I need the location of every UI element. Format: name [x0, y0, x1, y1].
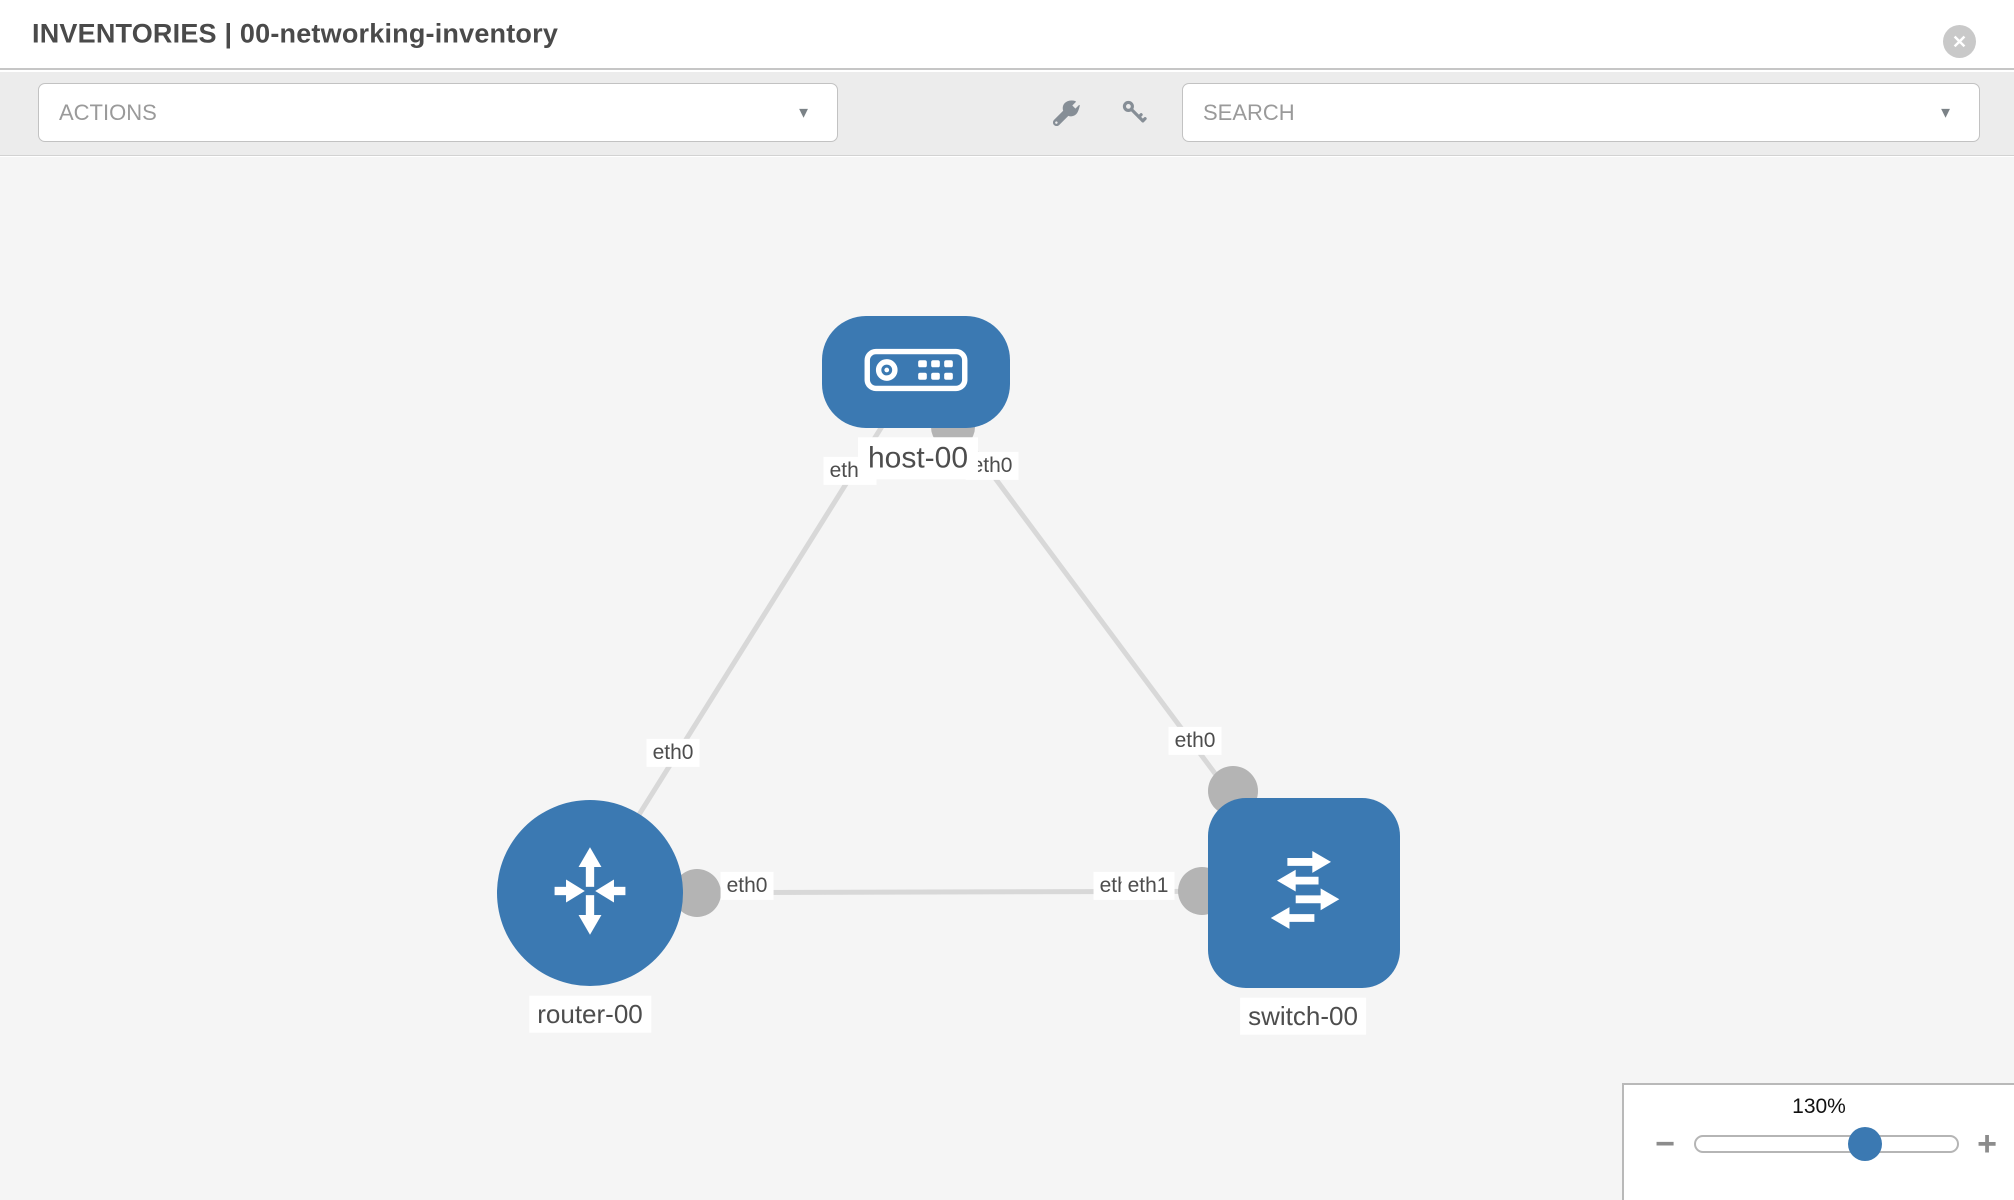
- interface-label-router-eth0-to-switch: eth0: [720, 871, 774, 901]
- zoom-level: 130%: [1792, 1095, 1846, 1118]
- node-switch-00[interactable]: [1208, 798, 1400, 988]
- actions-dropdown[interactable]: ACTIONS ▼: [38, 83, 838, 142]
- node-router-00[interactable]: [497, 800, 683, 986]
- switch-icon: [1250, 837, 1358, 950]
- key-icon: [1120, 98, 1148, 129]
- zoom-slider-track[interactable]: [1694, 1127, 1959, 1161]
- links-layer: [587, 370, 1307, 917]
- node-host-00[interactable]: [822, 316, 1010, 428]
- node-label-router-00: router-00: [529, 995, 651, 1033]
- interface-label-switch-eth0-to-host: eth0: [1168, 726, 1222, 756]
- zoom-in-button[interactable]: +: [1970, 1127, 2004, 1161]
- chevron-down-icon: ▼: [1938, 104, 1953, 121]
- zoom-slider-handle[interactable]: [1848, 1127, 1882, 1161]
- header: INVENTORIES | 00-networking-inventory ✕: [0, 0, 2014, 70]
- interface-label-switch-eth1-to-router: eth1: [1121, 871, 1175, 901]
- page-title: INVENTORIES | 00-networking-inventory: [32, 18, 559, 49]
- router-icon: [540, 841, 640, 946]
- search-dropdown[interactable]: SEARCH ▼: [1182, 83, 1980, 142]
- node-label-host-00: host-00: [857, 437, 979, 479]
- host-icon: [864, 348, 968, 397]
- zoom-out-button[interactable]: −: [1648, 1127, 1682, 1161]
- key-button[interactable]: [1116, 96, 1152, 132]
- toolbar: ACTIONS ▼ SEARCH ▼: [0, 72, 2014, 156]
- chevron-down-icon: ▼: [796, 104, 811, 121]
- close-button[interactable]: ✕: [1943, 25, 1976, 58]
- topology-canvas[interactable]: eth0 eth0 eth0 eth0 eth0 eth0 eth1 host-…: [0, 157, 2014, 1200]
- wrench-button[interactable]: [1048, 96, 1084, 132]
- interface-label-router-eth0-to-host: eth0: [646, 738, 700, 768]
- wrench-icon: [1052, 99, 1080, 129]
- close-icon: ✕: [1951, 31, 1968, 52]
- actions-dropdown-label: ACTIONS: [59, 99, 157, 125]
- port-router-eth0: [673, 869, 721, 917]
- node-label-switch-00: switch-00: [1240, 997, 1366, 1035]
- zoom-panel: 130% − +: [1622, 1083, 2014, 1200]
- search-dropdown-label: SEARCH: [1203, 99, 1295, 125]
